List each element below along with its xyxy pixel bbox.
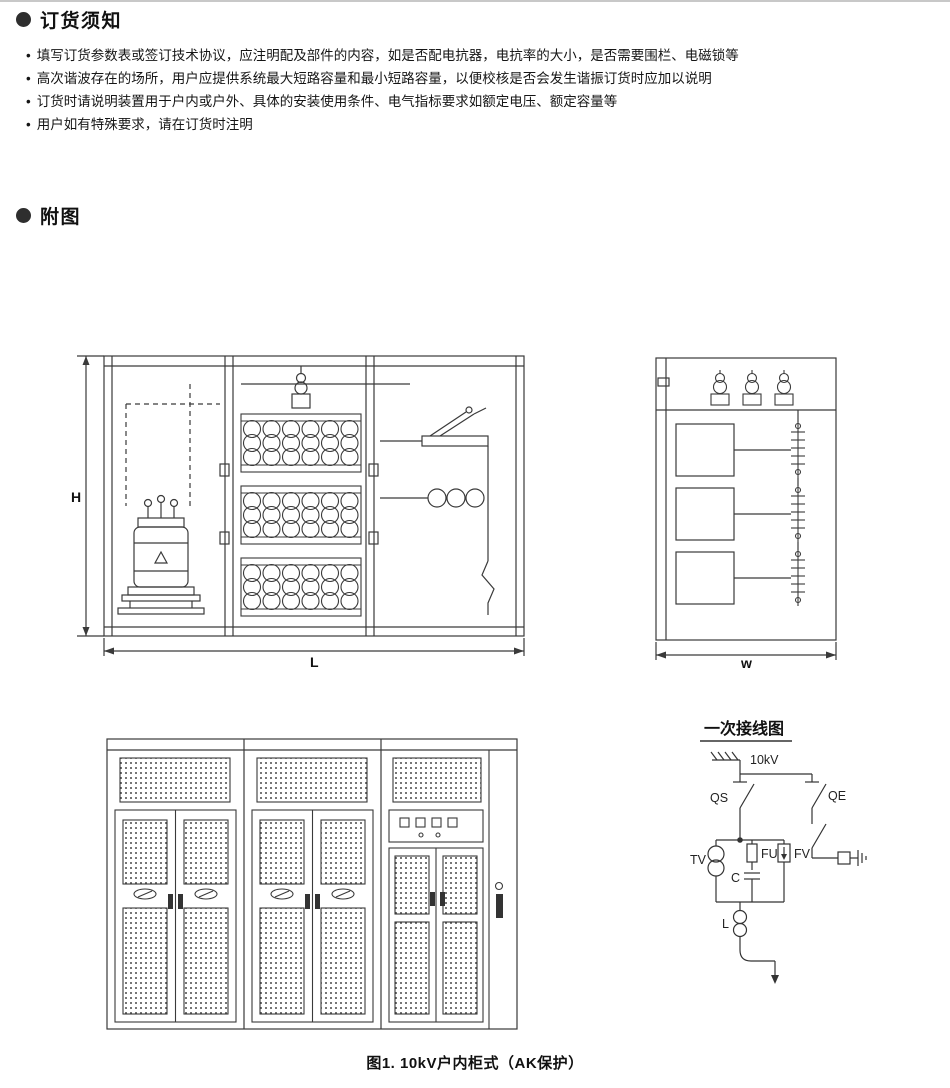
cabinet-2 (251, 757, 374, 1023)
cabinet-shells (106, 738, 518, 1030)
ordering-note-text: 用户如有特殊要求，请在订货时注明 (36, 117, 253, 132)
routing-lines (125, 366, 410, 506)
list-item: • 高次谐波存在的场所，用户应提供系统最大短路容量和最小短路容量，以便校核是否会发… (26, 67, 932, 90)
bullet-glyph: • (26, 48, 31, 63)
current-transformers (380, 488, 485, 508)
earth-riser (481, 446, 495, 615)
dim-label-w: w (740, 655, 752, 671)
label-c: C (731, 871, 740, 885)
top-rule (0, 0, 950, 2)
roof-bushings (710, 369, 794, 406)
label-voltage: 10kV (750, 753, 779, 767)
tv-transformer-symbol (707, 839, 740, 902)
cabinet-frame (103, 355, 525, 637)
label-qs: QS (710, 791, 728, 805)
list-item: • 填写订货参数表或签订技术协议，应注明配及部件的内容，如是否配电抗器，电抗率的大… (26, 44, 932, 67)
figure-caption: 图1. 10kV户内柜式（AK保护） (366, 1055, 584, 1072)
label-fu: FU (761, 847, 778, 861)
label-fv: FV (794, 847, 811, 861)
label-tv: TV (690, 853, 707, 867)
cabinet-1 (114, 757, 237, 1023)
ordering-note-text: 高次谐波存在的场所，用户应提供系统最大短路容量和最小短路容量，以便校核是否会发生… (36, 71, 712, 86)
label-qe: QE (828, 789, 846, 803)
c-capacitor-symbol (744, 872, 760, 902)
list-item: • 订货时请说明装置用于户内或户外、具体的安装使用条件、电气指标要求如额定电压、额… (26, 90, 932, 113)
list-item: • 用户如有特殊要求，请在订货时注明 (26, 113, 932, 136)
dimension-h-line (77, 355, 104, 637)
bullet-glyph: • (26, 71, 31, 86)
fu-fuse-symbol (740, 839, 784, 870)
figure-cabinet-side: w (655, 357, 837, 671)
ordering-note-text: 填写订货参数表或签订技术协议，应注明配及部件的内容，如是否配电抗器，电抗率的大小… (36, 48, 739, 63)
qs-switch-symbol (733, 760, 755, 840)
capacitor-bank (241, 414, 361, 616)
ordering-notes-list: • 填写订货参数表或签订技术协议，应注明配及部件的内容，如是否配电抗器，电抗率的大… (26, 44, 932, 136)
section-figures-title: 附图 (40, 207, 82, 228)
section-bullet-icon (16, 208, 31, 223)
dimension-l-line (103, 638, 525, 656)
bullet-glyph: • (26, 117, 31, 132)
qe-switch-symbol (740, 773, 867, 866)
section-ordering-header: 订货须知 (16, 6, 122, 33)
figure-cabinet-front-internal: H L (71, 355, 525, 670)
dimension-w-line (655, 642, 837, 660)
label-l: L (722, 917, 729, 931)
capacitor-units-side (675, 423, 735, 605)
wiring-title: 一次接线图 (704, 719, 784, 738)
section-ordering-title: 订货须知 (40, 11, 123, 32)
figure-wiring-diagram: 一次接线图 (690, 719, 867, 984)
figure-cabinet-front-doors (106, 738, 518, 1030)
section-bullet-icon (16, 12, 31, 27)
disconnect-switch (380, 406, 489, 447)
cabinet-3 (388, 750, 504, 1029)
bushing-assembly (291, 372, 311, 409)
insulator-stacks (734, 410, 806, 607)
transformer (117, 494, 205, 615)
l-inductor-symbol (716, 901, 784, 984)
fv-arrester-symbol (777, 840, 791, 902)
ordering-note-text: 订货时请说明装置用于户内或户外、具体的安装使用条件、电气指标要求如额定电压、额定… (36, 94, 618, 109)
bullet-glyph: • (26, 94, 31, 109)
dim-label-h: H (71, 489, 81, 505)
section-figures-header: 附图 (16, 202, 81, 229)
source-symbol (710, 751, 740, 761)
dim-label-l: L (310, 654, 319, 670)
